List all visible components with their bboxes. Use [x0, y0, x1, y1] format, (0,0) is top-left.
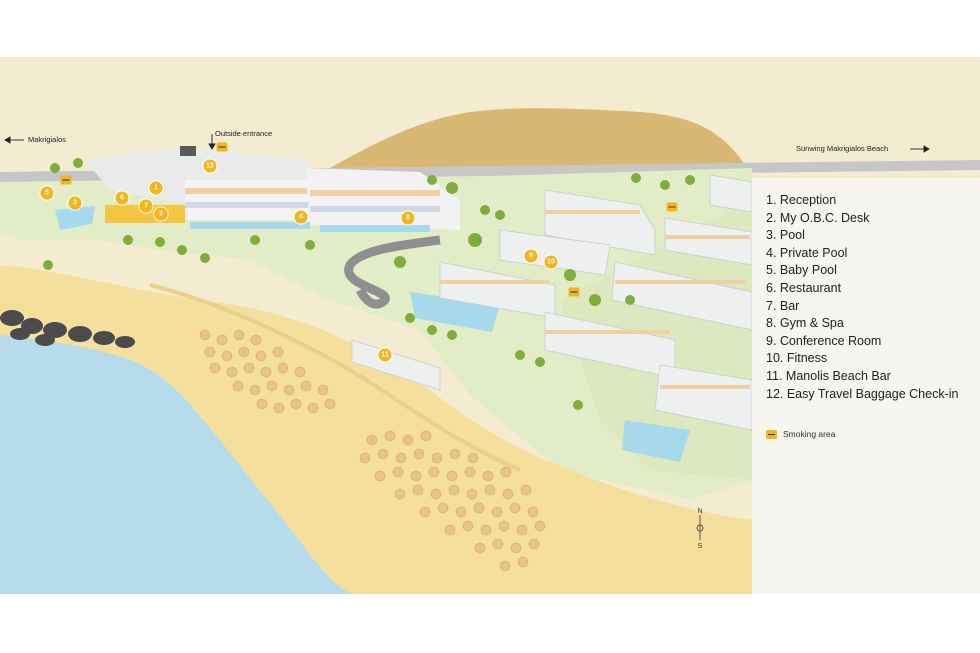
- outside-entrance-label: Outside entrance: [215, 129, 273, 138]
- legend-item: 12. Easy Travel Baggage Check-in: [766, 386, 959, 401]
- compass-north: N: [697, 508, 702, 515]
- beach-umbrellas-east: [359, 430, 546, 572]
- legend-item: 8. Gym & Spa: [766, 316, 844, 331]
- legend-item: 7. Bar: [766, 298, 800, 313]
- marker-bar[interactable]: 7: [139, 199, 153, 213]
- marker-reception[interactable]: 1: [149, 181, 163, 195]
- marker-obc-desk[interactable]: 2: [154, 207, 168, 221]
- legend-item: 2. My O.B.C. Desk: [766, 210, 870, 225]
- legend-item: 10. Fitness: [766, 351, 828, 366]
- smoking-badge: [60, 175, 72, 185]
- legend-list: 1. Reception 2. My O.B.C. Desk 3. Pool 4…: [752, 178, 980, 403]
- building-stripes: [440, 210, 750, 389]
- marker-pool[interactable]: 3: [68, 196, 82, 210]
- marker-beach-bar[interactable]: 11: [378, 348, 392, 362]
- marker-private-pool[interactable]: 4: [294, 210, 308, 224]
- mountain: [330, 108, 745, 168]
- beach-umbrellas: [199, 329, 336, 414]
- east-direction-label: Sunwing Makrigialos Beach: [796, 144, 889, 153]
- marker-baby-pool[interactable]: 5: [40, 186, 54, 200]
- sand-path: [149, 283, 521, 472]
- sea: [0, 335, 355, 594]
- smoking-icon: [766, 429, 777, 439]
- marker-restaurant[interactable]: 6: [115, 191, 129, 205]
- driveway: [344, 235, 441, 309]
- legend-item: 9. Conference Room: [766, 333, 882, 348]
- direction-arrows: [4, 134, 930, 153]
- marker-gym-spa[interactable]: 8: [401, 211, 415, 225]
- legend-item: 6. Restaurant: [766, 280, 842, 295]
- legend-item: 5. Baby Pool: [766, 263, 837, 278]
- legend-panel: 1. Reception 2. My O.B.C. Desk 3. Pool 4…: [752, 178, 980, 594]
- legend-item: 3. Pool: [766, 228, 805, 243]
- legend-item: 11. Manolis Beach Bar: [766, 368, 891, 383]
- palm-trees: [43, 158, 695, 410]
- smoking-label: Smoking area: [783, 429, 836, 439]
- rocks: [0, 310, 135, 348]
- main-hotel: [85, 146, 460, 230]
- marker-baggage-checkin[interactable]: 12: [203, 159, 217, 173]
- legend-item: 1. Reception: [766, 193, 837, 207]
- villa-blocks: [351, 174, 753, 431]
- west-direction-label: Makrigialos: [28, 135, 66, 144]
- smoking-badge: [568, 287, 580, 297]
- smoking-badge: [666, 202, 678, 212]
- smoking-badge: [216, 142, 228, 152]
- compass: N S: [696, 508, 704, 550]
- marker-conference-room[interactable]: 9: [524, 249, 538, 263]
- legend-item: 4. Private Pool: [766, 245, 848, 260]
- compass-south: S: [698, 543, 703, 550]
- marker-fitness[interactable]: 10: [544, 255, 558, 269]
- smoking-legend: Smoking area: [766, 429, 835, 439]
